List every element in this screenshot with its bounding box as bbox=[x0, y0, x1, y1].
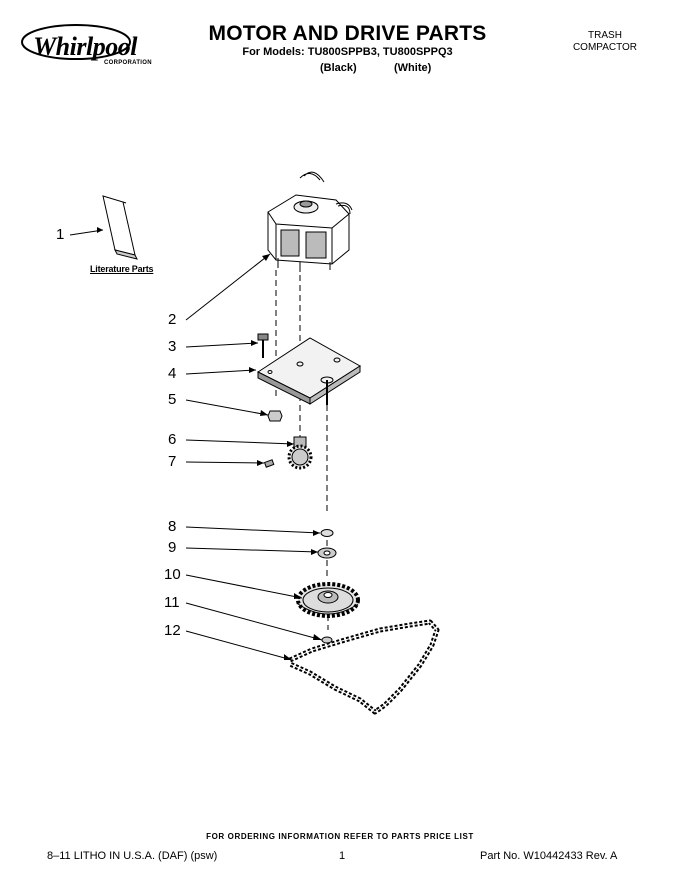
clip-icon bbox=[321, 636, 333, 644]
callout-11: 11 bbox=[164, 594, 180, 611]
logo-swoosh-icon bbox=[21, 24, 131, 60]
callout-1: 1 bbox=[56, 226, 65, 243]
variant-black: (Black) bbox=[320, 62, 357, 74]
drive-gear-icon bbox=[296, 582, 360, 618]
nut-icon bbox=[267, 410, 283, 422]
logo-corporation: CORPORATION bbox=[104, 60, 152, 66]
washer-icon bbox=[320, 529, 334, 537]
logo-wordmark: Whirlpool bbox=[33, 32, 137, 61]
spacer-icon bbox=[317, 547, 337, 559]
variant-white: (White) bbox=[394, 62, 432, 74]
models-line: For Models: TU800SPPB3, TU800SPPQ3 bbox=[242, 46, 453, 58]
mounting-plate-icon bbox=[256, 337, 361, 405]
callout-10: 10 bbox=[164, 566, 181, 583]
pinion-gear-icon bbox=[287, 436, 313, 470]
ordering-note: FOR ORDERING INFORMATION REFER TO PARTS … bbox=[206, 832, 474, 841]
leader-lines bbox=[69, 229, 323, 661]
callout-7: 7 bbox=[168, 453, 177, 470]
callout-4: 4 bbox=[168, 365, 177, 382]
callout-6: 6 bbox=[168, 431, 177, 448]
set-screw-icon bbox=[263, 459, 275, 468]
category-label: TRASH COMPACTOR bbox=[565, 30, 645, 54]
callout-5: 5 bbox=[168, 391, 177, 408]
whirlpool-logo: Whirlpool CORPORATION bbox=[16, 20, 154, 72]
litho-info: 8–11 LITHO IN U.S.A. (DAF) (psw) bbox=[47, 850, 218, 862]
motor-icon bbox=[267, 171, 353, 272]
callout-8: 8 bbox=[168, 518, 177, 535]
page-title: MOTOR AND DRIVE PARTS bbox=[208, 22, 487, 45]
literature-parts-label: Literature Parts bbox=[90, 264, 154, 274]
callout-3: 3 bbox=[168, 338, 177, 355]
leader-arrowheads bbox=[97, 227, 322, 660]
literature-booklet-icon bbox=[102, 195, 138, 260]
bolt-icon bbox=[257, 333, 269, 358]
callout-12: 12 bbox=[164, 622, 181, 639]
callout-9: 9 bbox=[168, 539, 177, 556]
part-number: Part No. W10442433 Rev. A bbox=[480, 850, 618, 862]
chain-icon bbox=[288, 619, 440, 715]
category-line-2: COMPACTOR bbox=[572, 42, 638, 53]
page-number: 1 bbox=[339, 850, 346, 862]
category-line-1: TRASH bbox=[588, 30, 622, 41]
callout-2: 2 bbox=[168, 311, 177, 328]
